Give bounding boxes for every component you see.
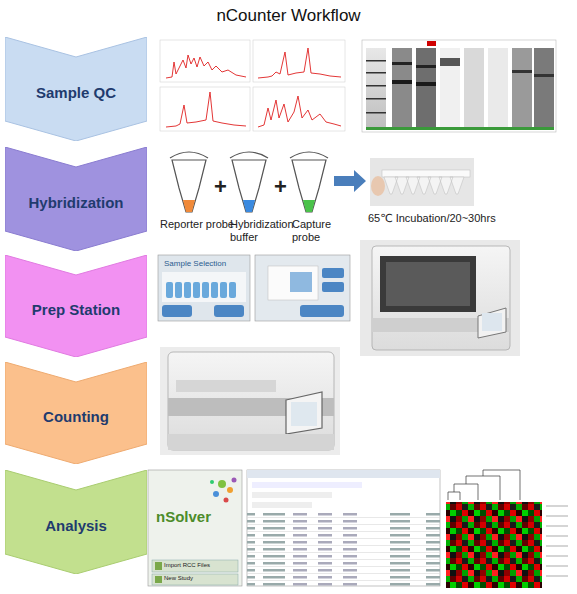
prep-station-instrument [360,240,520,356]
step-label: Prep Station [5,255,147,357]
process-chevron: Hybridization [5,147,147,251]
tube-label: Capture probe [292,218,338,243]
chevron-outline [5,362,147,464]
strip-tube-photo [370,158,474,206]
process-chevron: Prep Station [5,255,147,357]
electropherogram [160,40,345,131]
data-table-screenshot [247,470,440,586]
button-text: New Study [164,575,238,582]
chevron-outline [5,37,147,141]
step-label: Analysis [5,470,147,574]
heatmap [446,470,568,588]
step-label: Sample QC [5,37,147,141]
probe-tube [170,152,328,212]
flow-arrow [334,170,366,192]
plus-sign: + [214,174,230,199]
gel-image [362,40,556,132]
chevron-outline [5,470,147,574]
touchscreen-screenshot [158,255,350,321]
tube-label: Hybridization buffer [230,218,292,243]
tube-label: Reporter probe [160,218,234,231]
process-chevron: Sample QC [5,37,147,141]
screen-text: Sample Selection [164,259,248,268]
process-chevron: Analysis [5,470,147,574]
step-label: Counting [5,362,147,464]
process-chevron: Counting [5,362,147,464]
step-label: Hybridization [5,147,147,251]
software-screenshot [148,470,242,586]
button-text: Import RCC Files [164,562,238,569]
digital-analyzer-instrument [160,347,340,455]
plus-sign: + [274,174,290,199]
chevron-outline [5,147,147,251]
diagram-title: nCounter Workflow [0,6,577,26]
incubation-note: 65℃ Incubation/20~30hrs [368,212,558,225]
chevron-outline [5,255,147,357]
software-logo: nSolver [156,508,240,525]
